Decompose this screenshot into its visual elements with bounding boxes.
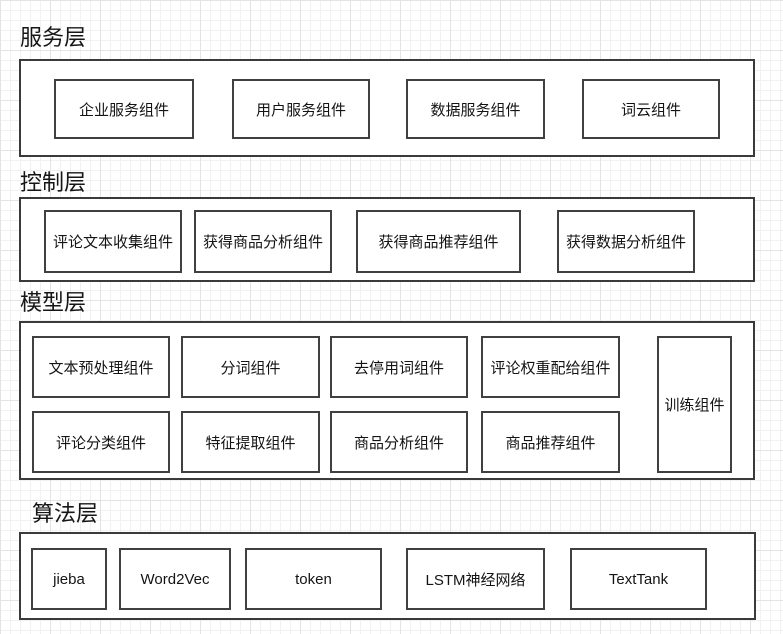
node-data-service[interactable]: 数据服务组件 <box>406 79 545 139</box>
node-token[interactable]: token <box>245 548 382 610</box>
node-stopword-removal[interactable]: 去停用词组件 <box>330 336 468 398</box>
layer-container-algorithm[interactable]: jieba Word2Vec token LSTM神经网络 TextTank <box>19 532 756 620</box>
node-training[interactable]: 训练组件 <box>657 336 732 473</box>
node-product-analysis[interactable]: 商品分析组件 <box>330 411 468 473</box>
layer-container-model[interactable]: 文本预处理组件 分词组件 去停用词组件 评论权重配给组件 训练组件 评论分类组件… <box>19 321 755 480</box>
node-get-product-recommendation[interactable]: 获得商品推荐组件 <box>356 210 521 273</box>
node-user-service[interactable]: 用户服务组件 <box>232 79 370 139</box>
layer-title-model[interactable]: 模型层 <box>20 290 87 315</box>
node-get-product-analysis[interactable]: 获得商品分析组件 <box>194 210 332 273</box>
node-comment-weight-assignment[interactable]: 评论权重配给组件 <box>481 336 620 398</box>
layer-title-control[interactable]: 控制层 <box>20 170 87 195</box>
node-jieba[interactable]: jieba <box>31 548 107 610</box>
node-word-segmentation[interactable]: 分词组件 <box>181 336 320 398</box>
node-product-recommendation[interactable]: 商品推荐组件 <box>481 411 620 473</box>
node-comment-text-collection[interactable]: 评论文本收集组件 <box>44 210 182 273</box>
node-get-data-analysis[interactable]: 获得数据分析组件 <box>557 210 695 273</box>
node-feature-extraction[interactable]: 特征提取组件 <box>181 411 320 473</box>
node-word2vec[interactable]: Word2Vec <box>119 548 231 610</box>
layer-title-service[interactable]: 服务层 <box>20 25 87 50</box>
layer-container-control[interactable]: 评论文本收集组件 获得商品分析组件 获得商品推荐组件 获得数据分析组件 <box>19 197 755 282</box>
node-text-preprocessing[interactable]: 文本预处理组件 <box>32 336 170 398</box>
node-enterprise-service[interactable]: 企业服务组件 <box>54 79 194 139</box>
layer-title-algorithm[interactable]: 算法层 <box>32 501 99 526</box>
node-wordcloud[interactable]: 词云组件 <box>582 79 720 139</box>
node-lstm-neural-network[interactable]: LSTM神经网络 <box>406 548 545 610</box>
layer-container-service[interactable]: 企业服务组件 用户服务组件 数据服务组件 词云组件 <box>19 59 755 157</box>
node-texttank[interactable]: TextTank <box>570 548 707 610</box>
node-comment-classification[interactable]: 评论分类组件 <box>32 411 170 473</box>
